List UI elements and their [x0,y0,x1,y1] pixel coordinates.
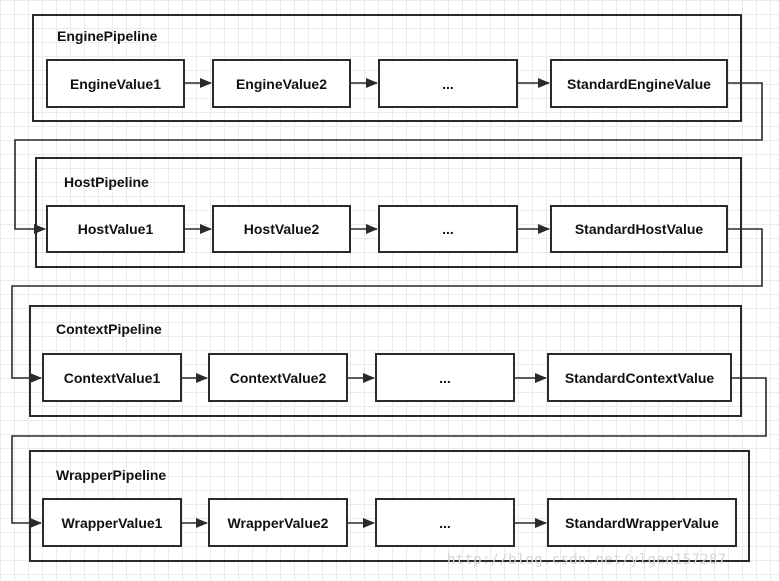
engine-valve-2: EngineValue2 [212,59,351,108]
host-pipeline-title: HostPipeline [64,174,149,190]
standard-engine-valve: StandardEngineValue [550,59,728,108]
engine-valve-ellipsis: ... [378,59,518,108]
context-pipeline-title: ContextPipeline [56,321,162,337]
standard-wrapper-valve: StandardWrapperValue [547,498,737,547]
wrapper-valve-ellipsis: ... [375,498,515,547]
wrapper-valve-2: WrapperValue2 [208,498,348,547]
wrapper-valve-1: WrapperValue1 [42,498,182,547]
standard-host-valve: StandardHostValue [550,205,728,253]
standard-context-valve: StandardContextValue [547,353,732,402]
host-valve-1: HostValue1 [46,205,185,253]
engine-pipeline-title: EnginePipeline [57,28,158,44]
context-valve-2: ContextValue2 [208,353,348,402]
engine-valve-1: EngineValue1 [46,59,185,108]
host-valve-ellipsis: ... [378,205,518,253]
context-valve-1: ContextValue1 [42,353,182,402]
context-valve-ellipsis: ... [375,353,515,402]
watermark-url: http://blog.csdn.net/ylgen157287 [447,552,727,568]
host-valve-2: HostValue2 [212,205,351,253]
wrapper-pipeline-title: WrapperPipeline [56,467,167,483]
